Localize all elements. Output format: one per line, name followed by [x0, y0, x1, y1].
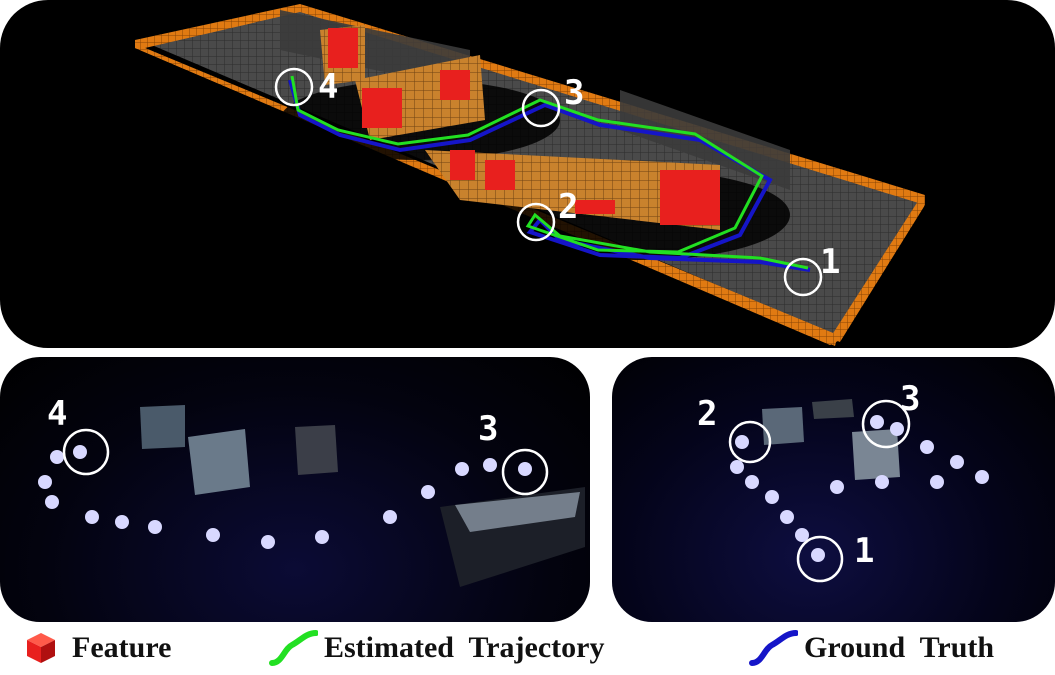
robot: [148, 520, 162, 534]
legend-item-estimated: Estimated Trajectory: [268, 624, 604, 672]
marker-circle-4: [274, 67, 314, 107]
robot: [730, 460, 744, 474]
scene-box: [762, 407, 804, 445]
robot: [975, 470, 989, 484]
legend-item-ground-truth: Ground Truth: [748, 624, 994, 672]
robot-group: [38, 445, 532, 549]
map-feature: [575, 200, 615, 214]
marker-circle-1: [796, 535, 844, 583]
robot: [830, 480, 844, 494]
marker-circle-1: [783, 257, 823, 297]
robot: [870, 415, 884, 429]
map-feature: [485, 160, 515, 190]
estimated-trajectory: [290, 75, 809, 270]
marker-circle-2: [728, 420, 772, 464]
photo-right-view: 2 3 1: [612, 357, 1055, 622]
marker-label-4: 4: [318, 67, 339, 107]
robot: [261, 535, 275, 549]
map-feature: [362, 88, 402, 128]
marker-label-2: 2: [558, 187, 579, 227]
map-feature: [450, 150, 475, 180]
map-3d-view: 1 2 3 4: [0, 0, 1055, 348]
scene-box: [812, 399, 854, 419]
robot: [735, 435, 749, 449]
robot: [50, 450, 64, 464]
scene-box: [140, 405, 185, 449]
robot: [920, 440, 934, 454]
marker-circle-4: [62, 428, 110, 476]
marker-label-1: 1: [820, 242, 841, 282]
robot: [811, 548, 825, 562]
blue-curve-icon: [749, 630, 798, 666]
robot: [890, 422, 904, 436]
robot: [455, 462, 469, 476]
robot: [45, 495, 59, 509]
robot: [875, 475, 889, 489]
feature-cube-icon: [27, 633, 55, 663]
robot: [38, 475, 52, 489]
robot-group: [730, 415, 989, 562]
legend-item-feature: Feature: [22, 624, 171, 672]
marker-label-3: 3: [564, 73, 585, 113]
robot: [85, 510, 99, 524]
robot: [315, 530, 329, 544]
robot: [518, 462, 532, 476]
robot: [950, 455, 964, 469]
robot: [745, 475, 759, 489]
map-feature: [660, 170, 720, 225]
legend: Feature Estimated Trajectory Ground Trut…: [0, 624, 1055, 672]
map-3d-svg: [135, 4, 925, 346]
robot: [383, 510, 397, 524]
robot: [765, 490, 779, 504]
marker-circle-3: [521, 88, 561, 128]
robot: [780, 510, 794, 524]
marker-circle-3: [501, 448, 549, 496]
photo-left-svg: [38, 405, 585, 587]
marker-label-1: 1: [854, 531, 875, 571]
marker-label-2: 2: [697, 394, 718, 434]
marker-circle-3: [861, 399, 911, 449]
marker-circle-2: [516, 202, 556, 242]
photo-left-view: 4 3: [0, 357, 590, 622]
photo-right-svg: [728, 399, 989, 583]
robot: [206, 528, 220, 542]
robot: [930, 475, 944, 489]
robot: [795, 528, 809, 542]
scene-box: [455, 492, 580, 532]
robot: [421, 485, 435, 499]
robot: [115, 515, 129, 529]
legend-label-estimated: Estimated Trajectory: [324, 631, 605, 664]
legend-label-feature: Feature: [72, 631, 172, 664]
map-feature: [440, 70, 470, 100]
scene-box: [188, 429, 250, 495]
legend-label-ground-truth: Ground Truth: [804, 631, 995, 664]
green-curve-icon: [269, 630, 318, 666]
map-feature: [328, 28, 358, 68]
scene-box: [295, 425, 338, 475]
marker-label-3: 3: [900, 379, 921, 419]
map-wall-right: [830, 195, 925, 342]
marker-label-3: 3: [478, 409, 499, 449]
robot: [73, 445, 87, 459]
marker-label-4: 4: [47, 394, 68, 434]
robot: [483, 458, 497, 472]
scene-box: [852, 429, 900, 480]
